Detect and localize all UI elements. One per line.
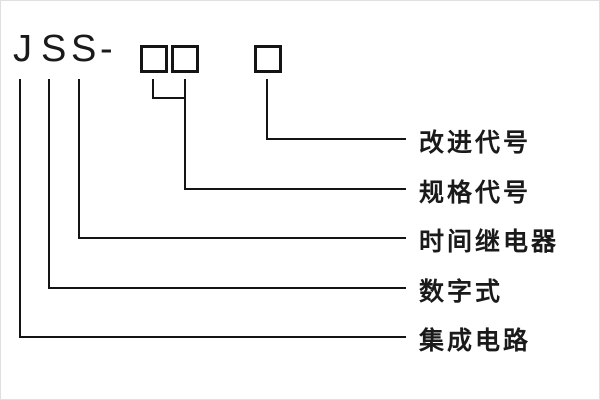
model-char-s2: S [71,28,97,70]
connector-s2-vertical [78,79,80,239]
connector-s1-horizontal [48,287,406,289]
model-char-j: J [13,28,32,70]
connector-revision-vertical [266,79,268,140]
connector-s2-horizontal [78,237,406,239]
label-improvement-code: 改进代号 [419,129,532,157]
model-char-dash: - [100,28,113,70]
model-char-s1: S [41,28,67,70]
connector-spec-horizontal [184,188,406,190]
connector-spec-bridge [152,97,186,99]
connector-spec-vertical [184,79,186,190]
connector-revision-horizontal [266,138,406,140]
spec-box-2 [171,45,199,73]
connector-spec-tick-1 [152,79,154,99]
label-digital-type: 数字式 [419,278,504,306]
label-time-relay: 时间继电器 [419,228,560,256]
revision-box [254,45,282,73]
spec-box-1 [140,45,168,73]
label-integrated-circuit: 集成电路 [419,327,532,355]
connector-j-vertical [19,79,21,338]
connector-j-horizontal [19,336,406,338]
connector-s1-vertical [48,79,50,289]
label-specification-code: 规格代号 [419,179,532,207]
